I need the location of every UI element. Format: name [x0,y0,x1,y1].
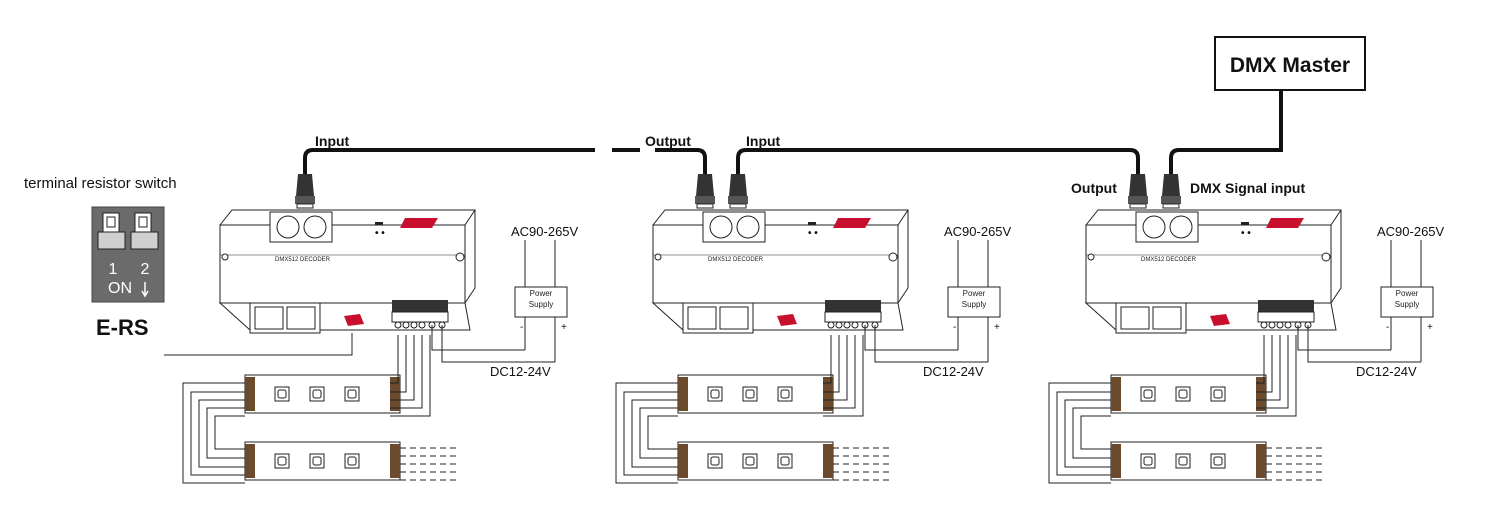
switch-name-label: E-RS [96,315,149,340]
decoder-label-2: DMX512 DECODER [708,257,764,263]
strip-wiring-2 [615,335,864,484]
decoder-unit-1: DMX512 DECODER [219,173,476,334]
dmx-master-label: DMX Master [1230,54,1350,77]
input-label-1: Input [315,133,350,149]
output-label-2: Output [645,133,691,149]
decoder-dots-3: • • [1241,228,1251,239]
led-strip-2a [677,374,834,414]
ac-label-2: AC90-265V [944,224,1012,239]
plus-label-1: + [561,322,567,333]
strip-continuation-1 [400,447,458,481]
led-strip-3a [1110,374,1267,414]
strip-wiring-1 [182,335,431,484]
switch-on-label: ON [108,280,132,297]
terminal-resistor-switch: 1 2 ON [91,206,165,303]
switch-connection-wire [164,333,353,356]
decoder-unit-3: DMX512 DECODER [1085,173,1342,334]
led-strip-1b [244,441,401,481]
input-label-2: Input [746,133,781,149]
psu-label-1b: Supply [529,300,553,309]
dmx-cable [303,90,1283,174]
led-strip-2b [677,441,834,481]
power-supply-2: Power Supply AC90-265V - + DC12-24V [864,224,1012,379]
plus-label-2: + [994,322,1000,333]
dc-label-2: DC12-24V [923,364,984,379]
dmx-master-box: DMX Master [1214,36,1366,91]
ac-label-1: AC90-265V [511,224,579,239]
switch-number-1: 1 [109,261,118,278]
psu-label-3a: Power [1396,289,1419,298]
decoder-unit-2: DMX512 DECODER [652,173,909,334]
minus-label-2: - [953,322,956,333]
dc-label-1: DC12-24V [490,364,551,379]
output-label-3: Output [1071,180,1117,196]
strip-wiring-3 [1048,335,1297,484]
psu-label-1a: Power [530,289,553,298]
led-strip-1a [244,374,401,414]
dc-label-3: DC12-24V [1356,364,1417,379]
decoder-label-1: DMX512 DECODER [275,257,331,263]
terminal-switch-title: terminal resistor switch [24,175,177,192]
strip-continuation-2 [833,447,891,481]
psu-label-2b: Supply [962,300,986,309]
psu-label-2a: Power [963,289,986,298]
minus-label-3: - [1386,322,1389,333]
decoder-dots-1: • • [375,228,385,239]
power-supply-3: Power Supply AC90-265V - + DC12-24V [1297,224,1445,379]
minus-label-1: - [520,322,523,333]
plus-label-3: + [1427,322,1433,333]
strip-continuation-3 [1266,447,1324,481]
power-supply-1: Power Supply AC90-265V - + DC12-24V [431,224,579,379]
led-strip-3b [1110,441,1267,481]
decoder-label-3: DMX512 DECODER [1141,257,1197,263]
ac-label-3: AC90-265V [1377,224,1445,239]
psu-label-3b: Supply [1395,300,1419,309]
dmx-signal-input-label: DMX Signal input [1190,180,1305,196]
switch-number-2: 2 [141,261,150,278]
down-arrow-icon [141,282,149,298]
decoder-dots-2: • • [808,228,818,239]
